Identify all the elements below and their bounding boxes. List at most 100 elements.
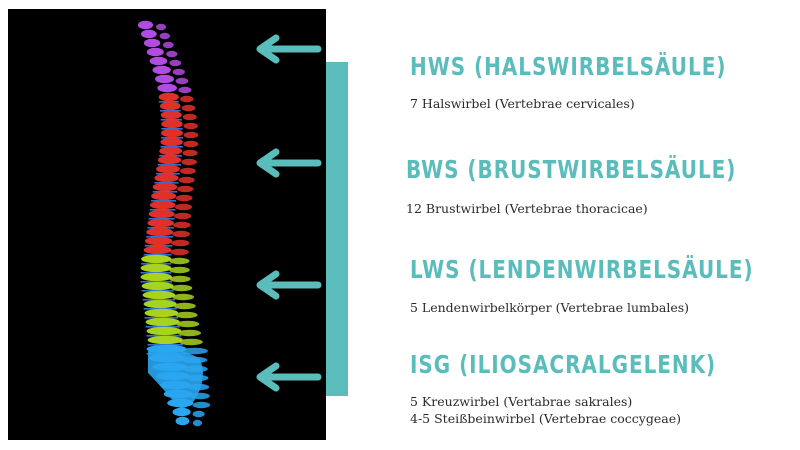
vertebra-process [173,221,191,229]
intervertebral-disc [149,209,176,211]
vertebra-process [170,248,189,256]
vertebra-process [175,77,189,85]
vertebra [147,218,174,228]
vertebra [145,317,180,327]
vertebra-process [162,41,174,49]
vertebra-process [159,32,171,40]
intervertebral-disc [143,254,172,256]
section-text-hws: 7 Halswirbel (Vertebrae cervicales) [410,96,635,111]
section-text-lws: 5 Lendenwirbelkörper (Vertebrae lumbales… [410,300,690,315]
intervertebral-disc [156,173,180,175]
vertebra [143,299,177,309]
vertebra-process [179,338,203,346]
arrow-left-icon [256,34,322,64]
intervertebral-disc [140,281,173,283]
vertebra [140,29,157,39]
spine-illustration [137,20,211,427]
arrow-left-icon [256,148,322,178]
intervertebral-disc [159,155,183,157]
section-heading-lws: LWS (LENDENWIRBELSÄULE) [410,255,754,284]
vertebra [140,272,173,282]
section-text-bws: 12 Brustwirbel (Vertebrae thoracicae) [406,201,648,216]
vertebra-process [169,266,190,274]
vertebra-process [178,86,192,94]
vertebra [160,110,182,120]
vertebra-process [172,230,191,238]
vertebra-process [183,131,199,139]
vertebra-process [156,23,167,31]
vertebra-process [182,113,197,121]
vertebra-process [178,176,195,184]
accent-bar [326,62,348,396]
vertebra [142,290,176,300]
vertebra [157,83,177,93]
vertebra [137,20,154,30]
intervertebral-disc [152,191,178,193]
vertebra-process [181,347,208,355]
vertebra-process [173,302,196,310]
vertebra-process [172,68,185,76]
vertebra [146,47,164,57]
vertebra [175,416,190,426]
vertebra-process [172,293,195,301]
vertebra-process [192,410,205,418]
section-text-isg-2: 4-5 Steißbeinwirbel (Vertebrae coccygeae… [410,411,681,426]
vertebra [159,146,183,156]
vertebra [143,38,161,48]
intervertebral-disc [157,164,182,166]
vertebra-process [182,149,198,157]
vertebra-process [192,401,211,409]
section-heading-isg: ISG (ILIOSACRALGELENK) [410,350,717,379]
arrow-left-icon [256,362,322,392]
intervertebral-disc [140,272,172,274]
spine-image [8,9,326,440]
vertebra [152,182,178,192]
intervertebral-disc [161,137,183,139]
vertebra-process [169,59,182,67]
vertebra-process [169,257,190,265]
vertebra-process [166,50,178,58]
vertebra-process [171,239,190,247]
intervertebral-disc [160,146,183,148]
vertebra [144,308,179,318]
vertebra [146,326,182,336]
vertebra [151,191,177,201]
vertebra [152,65,171,75]
vertebra [146,227,174,237]
intervertebral-disc [148,218,175,220]
intervertebral-disc [141,263,172,265]
vertebra [147,335,184,345]
vertebra [144,236,173,246]
vertebra-process [170,284,193,292]
intervertebral-disc [146,335,182,337]
intervertebral-disc [147,227,174,229]
vertebra [141,254,172,264]
intervertebral-disc [144,245,173,247]
intervertebral-disc [142,299,176,301]
vertebra [149,56,168,66]
vertebra [159,101,181,111]
vertebra-process [180,95,194,103]
intervertebral-disc [158,101,179,103]
vertebra [161,128,183,138]
vertebra [140,263,172,273]
vertebra-process [175,311,198,319]
sacrum [148,349,203,409]
vertebra-process [176,320,200,328]
intervertebral-disc [143,308,177,310]
vertebra [155,74,174,84]
vertebra-process [169,275,191,283]
vertebra [161,119,183,129]
intervertebral-disc [154,182,179,184]
intervertebral-disc [147,344,184,346]
vertebra-process [177,329,202,337]
vertebra-process [174,203,192,211]
vertebra-process [179,167,196,175]
intervertebral-disc [159,110,181,112]
vertebra-process [175,194,193,202]
intervertebral-disc [160,119,182,121]
vertebra-process [192,419,203,427]
vertebra [157,155,182,165]
vertebra-process [177,185,194,193]
section-heading-hws: HWS (HALSWIRBELSÄULE) [410,52,727,81]
